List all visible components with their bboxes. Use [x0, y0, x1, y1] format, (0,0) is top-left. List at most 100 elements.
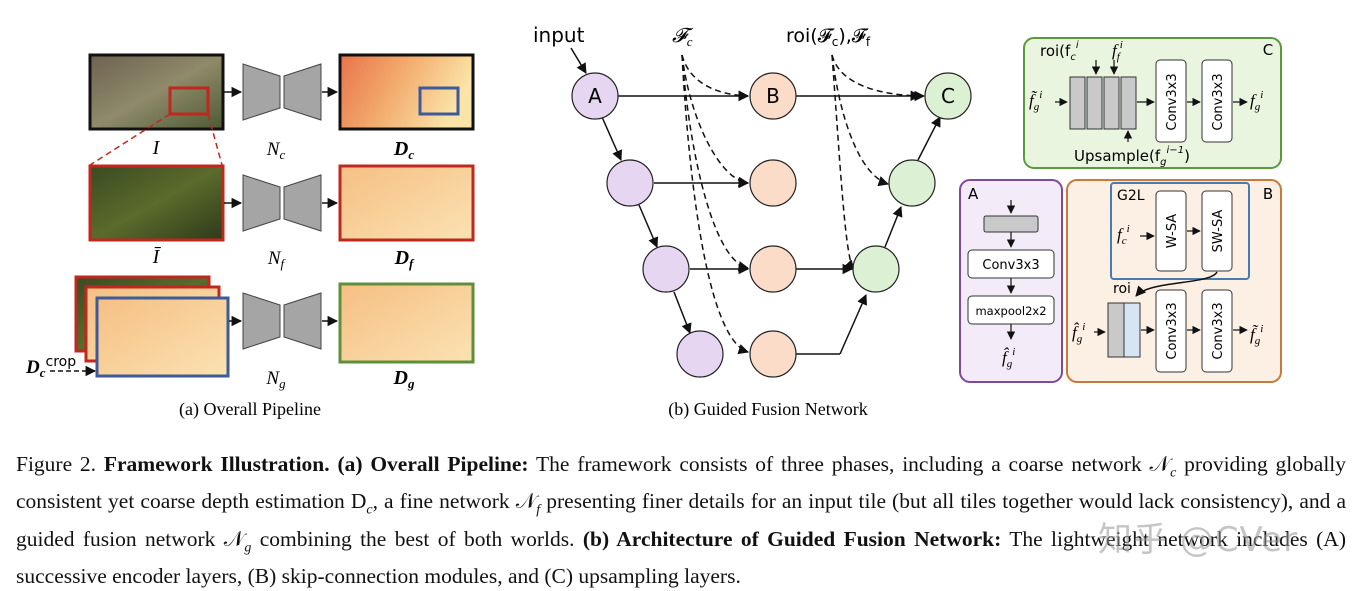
panel-C-upsample: Upsample(fgi−1) — [1074, 145, 1190, 168]
panel-A-input-block — [983, 215, 1039, 233]
skip-node — [749, 330, 797, 378]
caption-sub-3: f — [536, 502, 541, 518]
label-Dg: Dg — [393, 367, 415, 391]
pipeline-panel: I Nc Dc Ī Nf Df Dccrop Ng Dg (a) Overall… — [25, 53, 475, 420]
encoder-node — [642, 245, 690, 293]
panel-C-output: fgi — [1250, 89, 1263, 113]
label-I: I — [152, 137, 161, 159]
concat-block — [1103, 76, 1120, 130]
roi-label: roi — [1113, 281, 1131, 297]
zoom-line-right — [207, 113, 223, 166]
panel-C-conv1-label: Conv3x3 — [1165, 73, 1180, 130]
roi-arrow — [1135, 271, 1218, 297]
guided-depth-Dg — [338, 282, 475, 364]
node-C — [924, 72, 972, 120]
fusion-network-panel: input 𝓕c roi(𝓕c),𝓕f — [533, 23, 972, 420]
concat-block — [1120, 76, 1137, 130]
figure-canvas: I Nc Dc Ī Nf Df Dccrop Ng Dg (a) Overall… — [25, 23, 1282, 420]
node-C-label: C — [941, 84, 955, 108]
panel-C-conv2-label: Conv3x3 — [1211, 73, 1226, 130]
caption-text-6: The lightweight network includes (A) suc… — [16, 526, 1346, 588]
g2l-label: G2L — [1117, 188, 1145, 204]
panel-B-conv1 — [1155, 289, 1187, 373]
panel-A-tag: A — [968, 185, 979, 203]
fine-network-encoder — [242, 174, 281, 232]
watermark: 知乎 @CVer — [1098, 520, 1299, 560]
node-A — [571, 72, 619, 120]
caption-part-b-heading: (b) Architecture of Guided Fusion Networ… — [582, 526, 1002, 551]
zoom-line-left — [89, 113, 171, 166]
skip-node — [749, 245, 797, 293]
node-B — [749, 72, 797, 120]
panel-C-roi-label: roi(fci — [1040, 40, 1079, 63]
label-Fc: 𝓕c — [672, 25, 694, 49]
caption-figure-number: Figure 2. — [16, 452, 97, 476]
label-Dc-crop: Dccrop — [25, 354, 76, 380]
wsa-block — [1155, 190, 1187, 272]
panel-B-output: f̃gi — [1250, 323, 1263, 347]
node-B-label: B — [766, 84, 780, 108]
fine-network-decoder — [283, 174, 322, 232]
figure-caption: Figure 2. Framework Illustration. (a) Ov… — [16, 450, 1346, 591]
panel-C-upsampling: C roi(fci ffi f̃gi Conv3x3 Conv3x3 fgi U… — [1023, 37, 1282, 169]
label-Ng: Ng — [265, 368, 286, 391]
caption-text-4: presenting finer details for an input ti… — [16, 489, 1347, 551]
caption-sub-1: c — [1170, 465, 1177, 481]
solid-edges — [601, 90, 941, 355]
swsa-block — [1201, 190, 1233, 272]
panel-A-pool-label: maxpool2x2 — [975, 304, 1046, 318]
subcaption-a: (a) Overall Pipeline — [179, 399, 321, 420]
subcaption-b: (b) Guided Fusion Network — [668, 399, 867, 420]
concat-block — [1107, 302, 1125, 358]
encoder-node — [606, 159, 654, 207]
label-Nf: Nf — [267, 248, 287, 271]
caption-sub-2: c — [366, 502, 373, 518]
concat-block — [1086, 76, 1103, 130]
label-Df: Df — [394, 247, 415, 271]
swsa-label: SW-SA — [1211, 210, 1226, 253]
depth-crop-marker — [418, 86, 460, 116]
panel-C-conv2 — [1201, 59, 1233, 143]
arrow — [570, 47, 587, 74]
coarse-depth-Dc — [338, 53, 475, 131]
panel-B-input1: fci — [1117, 223, 1130, 247]
panel-A-conv-label: Conv3x3 — [982, 258, 1039, 273]
guided-network-encoder — [242, 292, 281, 350]
label-Ibar: Ī — [152, 246, 162, 268]
caption-text-5: combining the best of both worlds. — [259, 526, 575, 551]
label-roi-Fc-Ff: roi(𝓕c),𝓕f — [786, 25, 871, 49]
panel-A-output: f̂gi — [1002, 346, 1015, 370]
panel-C-ff: ffi — [1112, 39, 1123, 63]
panel-C-tag: C — [1263, 41, 1273, 59]
input-tile-Ibar — [88, 164, 225, 242]
encoder-node — [676, 330, 724, 378]
label-Nc: Nc — [266, 139, 286, 162]
panel-B-conv1-label: Conv3x3 — [1165, 302, 1180, 359]
label-Dc: Dc — [393, 138, 414, 162]
fine-depth-Df — [338, 164, 475, 242]
decoder-node — [888, 159, 936, 207]
concat-block — [1123, 302, 1141, 358]
coarse-network-encoder — [242, 63, 281, 121]
coarse-network-decoder — [283, 63, 322, 121]
caption-text-2: providing globally consistent yet coarse… — [16, 452, 1347, 514]
stacked-coarse-crop — [95, 296, 230, 378]
panel-B-tag: B — [1263, 185, 1273, 203]
node-A-label: A — [588, 84, 602, 108]
skip-dashed-curves — [681, 54, 922, 355]
caption-title: Framework Illustration. — [103, 452, 330, 476]
panel-B-input2: f̂gi — [1072, 321, 1085, 345]
panel-B-conv2-label: Conv3x3 — [1211, 302, 1226, 359]
caption-text-3: , a fine network 𝒩 — [372, 489, 537, 514]
guided-network-decoder — [283, 292, 322, 350]
g2l-frame — [1110, 182, 1250, 280]
caption-sub-4: g — [244, 539, 252, 555]
panel-C-conv1 — [1155, 59, 1187, 143]
decoder-node — [852, 245, 900, 293]
caption-text-1: The framework consists of three phases, … — [536, 452, 1171, 476]
skip-node — [749, 159, 797, 207]
crop-region-marker — [168, 86, 210, 116]
wsa-label: W-SA — [1165, 214, 1180, 249]
panel-A-encoder: A Conv3x3 maxpool2x2 f̂gi — [959, 179, 1063, 383]
input-image-I — [88, 53, 225, 131]
